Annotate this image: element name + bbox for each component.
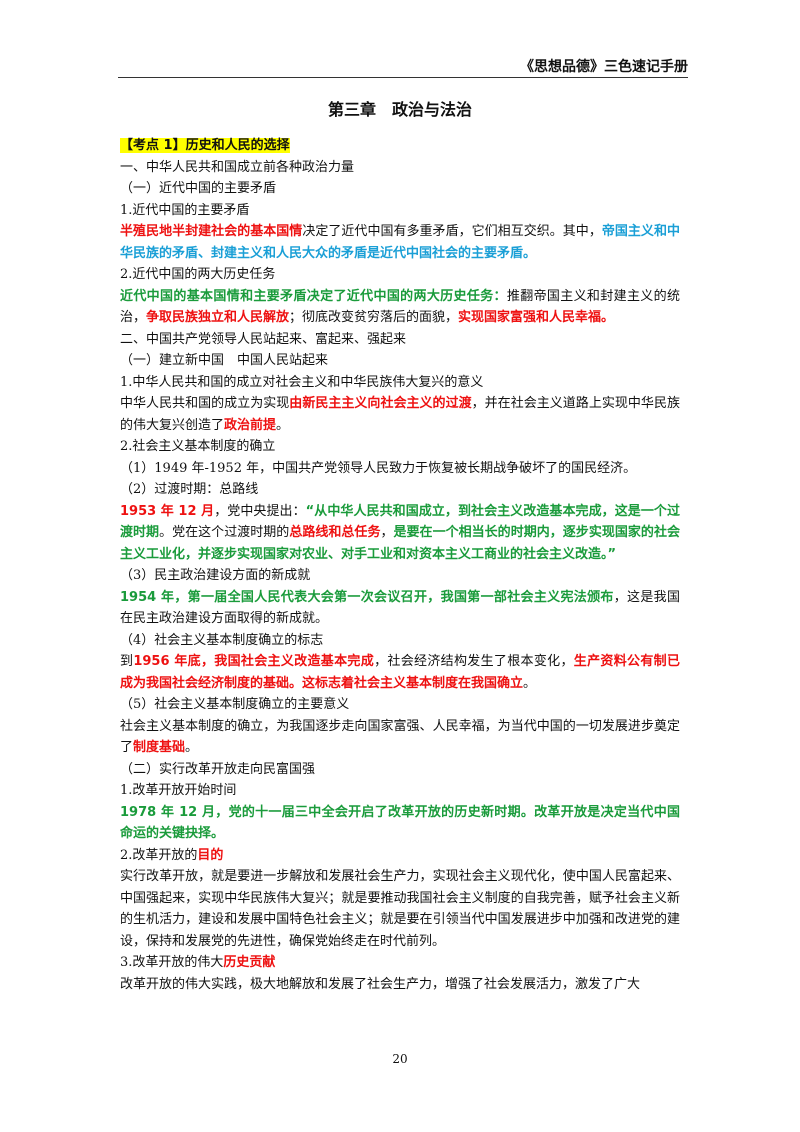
text-run: 1956 年底，我国社会主义改造基本完成 bbox=[133, 654, 375, 669]
text-run: （5）社会主义基本制度确立的主要意义 bbox=[120, 697, 350, 712]
paragraph: 1.近代中国的主要矛盾 bbox=[120, 200, 680, 222]
text-run: 一、中华人民共和国成立前各种政治力量 bbox=[120, 159, 355, 175]
text-run: 帝国主义和中华民族的矛盾、封建主义和人民大众的矛盾是近代中国社会的主要矛盾。 bbox=[120, 224, 680, 261]
text-run: 由新民主主义向社会主义的过渡 bbox=[289, 396, 472, 411]
text-run: 1.近代中国的主要矛盾 bbox=[120, 202, 250, 218]
text-run: 2.近代中国的两大历史任务 bbox=[120, 267, 276, 282]
text-run: 实行改革开放，就是要进一步解放和发展社会生产力，实现社会主义现代化，使中国人民富… bbox=[120, 869, 680, 949]
text-run: （2）过渡时期：总路线 bbox=[120, 482, 259, 497]
text-run: 到 bbox=[120, 654, 134, 669]
text-run: （3）民主政治建设方面的新成就 bbox=[120, 568, 311, 583]
page-number: 20 bbox=[392, 1052, 408, 1066]
text-run: 1.改革开放开始时间 bbox=[120, 783, 237, 798]
text-run: 1954 年，第一届全国人民代表大会第一次会议召开，我国第一部社会主义宪法颁布 bbox=[120, 589, 614, 605]
paragraph: 改革开放的伟大实践，极大地解放和发展了社会生产力，增强了社会发展活力，激发了广大 bbox=[120, 974, 680, 996]
paragraph: （3）民主政治建设方面的新成就 bbox=[120, 565, 680, 587]
paragraph: 一、中华人民共和国成立前各种政治力量 bbox=[120, 157, 680, 179]
text-run: 推翻帝国主义和封建主义的统治， bbox=[120, 288, 680, 326]
text-run: ；彻底改变贫穷落后的面貌， bbox=[289, 310, 459, 325]
text-run: 改革开放的伟大实践，极大地解放和发展了社会生产力，增强了社会发展活力，激发了广大 bbox=[120, 976, 641, 992]
text-run: （4）社会主义基本制度确立的标志 bbox=[120, 632, 324, 648]
text-run: 历史贡献 bbox=[223, 955, 276, 970]
text-run: （1）1949 年-1952 年，中国共产党领导人民致力于恢复被长期战争破坏了的… bbox=[120, 460, 637, 476]
text-run: 2.改革开放的 bbox=[120, 847, 198, 863]
text-run: 二、中国共产党领导人民站起来、富起来、强起来 bbox=[120, 331, 407, 347]
paragraph: 近代中国的基本国情和主要矛盾决定了近代中国的两大历史任务：推翻帝国主义和封建主义… bbox=[120, 286, 680, 329]
document-body: 【考点 1】历史和人民的选择一、中华人民共和国成立前各种政治力量 （一）近代中国的… bbox=[120, 135, 680, 995]
text-run: 。党在这个过渡时期的 bbox=[159, 525, 290, 540]
paragraph: 二、中国共产党领导人民站起来、富起来、强起来 bbox=[120, 329, 680, 351]
paragraph: 【考点 1】历史和人民的选择 bbox=[120, 135, 680, 157]
paragraph: 2.改革开放的目的 bbox=[120, 845, 680, 867]
text-run: 生产资料公有制已成为我国社会经济制度的基础。这标志着社会主义基本制度在我国确立 bbox=[120, 654, 680, 691]
text-run: ，党中央提出： bbox=[214, 503, 306, 519]
running-header-title: 《思想品德》三色速记手册 bbox=[520, 59, 688, 75]
paragraph: 半殖民地半封建社会的基本国情决定了近代中国有多重矛盾，它们相互交织。其中，帝国主… bbox=[120, 221, 680, 264]
text-run: 中华人民共和国的成立为实现 bbox=[120, 396, 290, 411]
text-run: 决定了近代中国有多重矛盾，它们相互交织。其中， bbox=[302, 224, 602, 239]
text-run: 总路线和总任务 bbox=[289, 525, 381, 540]
paragraph: 1953 年 12 月，党中央提出：“从中华人民共和国成立，到社会主义改造基本完… bbox=[120, 501, 680, 566]
text-run: 政治前提 bbox=[224, 417, 277, 433]
text-run: （一）建立新中国 中国人民站起来 bbox=[120, 353, 329, 368]
paragraph: （2）过渡时期：总路线 bbox=[120, 479, 680, 501]
paragraph: 2.近代中国的两大历史任务 bbox=[120, 264, 680, 286]
text-run: 【考点 1】历史和人民的选择 bbox=[120, 138, 290, 153]
paragraph: （4）社会主义基本制度确立的标志 bbox=[120, 630, 680, 652]
paragraph: （5）社会主义基本制度确立的主要意义 bbox=[120, 694, 680, 716]
text-run: 实现国家富强和人民幸福。 bbox=[458, 310, 615, 325]
text-run: ，这是我国在民主政治建设方面取得的新成就。 bbox=[120, 589, 680, 627]
text-run: 目的 bbox=[197, 847, 224, 863]
text-run: 2.社会主义基本制度的确立 bbox=[120, 439, 276, 454]
text-run: ，社会经济结构发生了根本变化， bbox=[374, 654, 574, 669]
paragraph: 3.改革开放的伟大历史贡献 bbox=[120, 952, 680, 974]
text-run: 。 bbox=[276, 417, 290, 433]
paragraph: （1）1949 年-1952 年，中国共产党领导人民致力于恢复被长期战争破坏了的… bbox=[120, 458, 680, 480]
text-run: 近代中国的基本国情和主要矛盾决定了近代中国的两大历史任务： bbox=[120, 288, 507, 304]
text-run: 。 bbox=[185, 740, 199, 755]
text-run: 1.中华人民共和国的成立对社会主义和中华民族伟大复兴的意义 bbox=[120, 374, 484, 390]
paragraph: （一）建立新中国 中国人民站起来 bbox=[120, 350, 680, 372]
text-run: 3.改革开放的伟大 bbox=[120, 955, 224, 970]
text-run: 争取民族独立和人民解放 bbox=[146, 310, 290, 325]
paragraph: 1954 年，第一届全国人民代表大会第一次会议召开，我国第一部社会主义宪法颁布，… bbox=[120, 587, 680, 630]
paragraph: 1.中华人民共和国的成立对社会主义和中华民族伟大复兴的意义 bbox=[120, 372, 680, 394]
text-run: 1953 年 12 月 bbox=[120, 503, 215, 519]
text-run: ，并在社会主义道路上实现中华民族的伟大复兴创造了 bbox=[120, 396, 680, 433]
text-run: 是要在一个相当长的时期内，逐步实现国家的社会主义工业化，并逐步实现国家对农业、对… bbox=[120, 525, 680, 562]
paragraph: 2.社会主义基本制度的确立 bbox=[120, 436, 680, 458]
paragraph: （一）近代中国的主要矛盾 bbox=[120, 178, 680, 200]
text-run: 半殖民地半封建社会的基本国情 bbox=[120, 224, 303, 239]
text-run: （二）实行改革开放走向民富国强 bbox=[120, 761, 316, 777]
text-run: 制度基础 bbox=[133, 740, 186, 755]
paragraph: 社会主义基本制度的确立，为我国逐步走向国家富强、人民幸福，为当代中国的一切发展进… bbox=[120, 716, 680, 759]
text-run: ， bbox=[380, 525, 394, 540]
paragraph: 中华人民共和国的成立为实现由新民主主义向社会主义的过渡，并在社会主义道路上实现中… bbox=[120, 393, 680, 436]
paragraph: 实行改革开放，就是要进一步解放和发展社会生产力，实现社会主义现代化，使中国人民富… bbox=[120, 866, 680, 952]
text-run: 社会主义基本制度的确立，为我国逐步走向国家富强、人民幸福，为当代中国的一切发展进… bbox=[120, 718, 680, 756]
header-divider bbox=[118, 77, 688, 78]
paragraph: 1978 年 12 月，党的十一届三中全会开启了改革开放的历史新时期。改革开放是… bbox=[120, 802, 680, 845]
chapter-title: 第三章 政治与法治 bbox=[327, 100, 472, 119]
text-run: 1978 年 12 月，党的十一届三中全会开启了改革开放的历史新时期。改革开放是… bbox=[120, 804, 680, 842]
paragraph: 到1956 年底，我国社会主义改造基本完成，社会经济结构发生了根本变化，生产资料… bbox=[120, 651, 680, 694]
paragraph: 1.改革开放开始时间 bbox=[120, 780, 680, 802]
paragraph: （二）实行改革开放走向民富国强 bbox=[120, 759, 680, 781]
text-run: 。 bbox=[523, 675, 537, 691]
text-run: “从中华人民共和国成立，到社会主义改造基本完成，这是一个过渡时期 bbox=[120, 503, 680, 541]
text-run: （一）近代中国的主要矛盾 bbox=[120, 181, 277, 196]
